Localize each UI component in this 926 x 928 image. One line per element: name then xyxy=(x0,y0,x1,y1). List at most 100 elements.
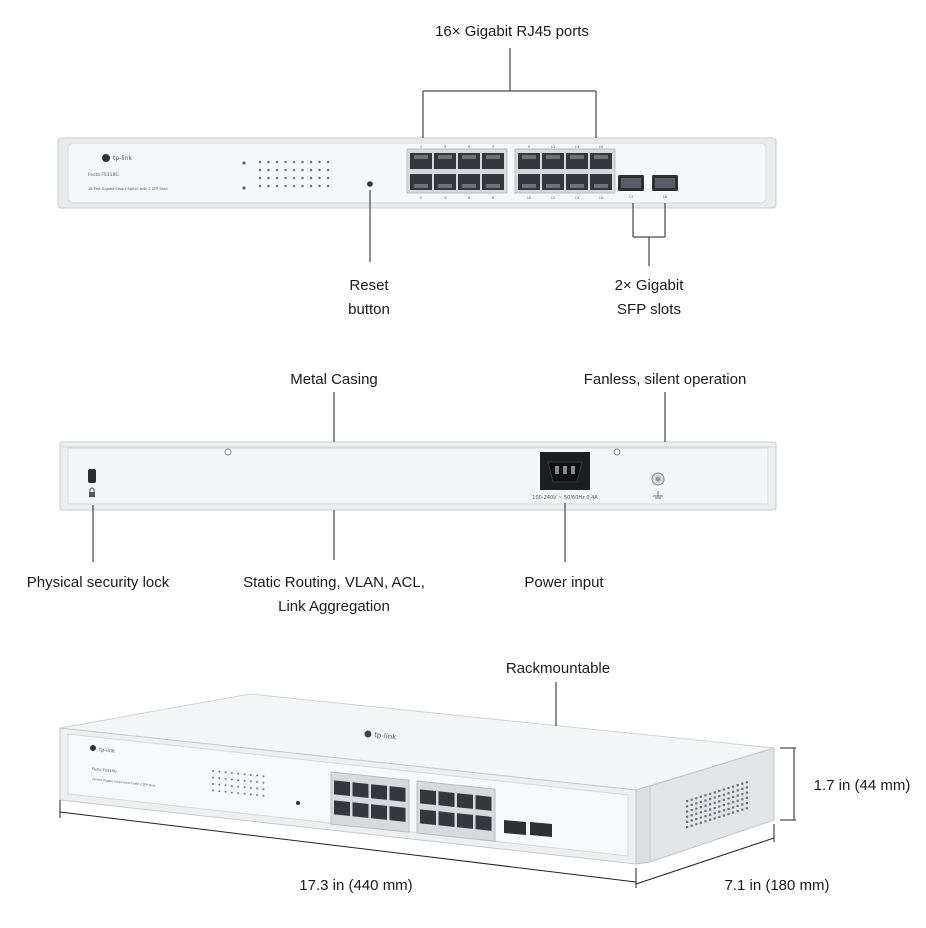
port-led xyxy=(309,168,313,172)
port-led xyxy=(301,160,304,164)
sfp-number: 18 xyxy=(663,195,667,199)
vent-hole xyxy=(718,810,721,813)
lock-label: Physical security lock xyxy=(27,574,170,591)
power-socket xyxy=(540,452,590,490)
vent-hole xyxy=(699,816,702,819)
port-led xyxy=(258,160,262,164)
port-led xyxy=(301,184,304,188)
port-led xyxy=(218,777,221,780)
rack-ear xyxy=(635,785,651,865)
led-indicators xyxy=(242,160,330,190)
vent-hole xyxy=(736,804,739,808)
rj45-port xyxy=(457,813,473,829)
power-label: Power input xyxy=(524,574,604,591)
reset-label-line2: button xyxy=(348,301,390,318)
vent-hole xyxy=(718,805,721,808)
rj45-port-contacts xyxy=(570,184,584,188)
vent-hole xyxy=(727,792,730,795)
rj45-port-contacts xyxy=(414,184,428,188)
port-led xyxy=(224,777,227,780)
vent-hole xyxy=(722,798,725,801)
front-logo-icon xyxy=(90,745,96,751)
port-number: 5 xyxy=(468,145,470,149)
rj45-port xyxy=(475,795,492,811)
vent-hole xyxy=(704,804,707,807)
port-led xyxy=(318,168,321,172)
port-led xyxy=(309,184,313,188)
rack-label: Rackmountable xyxy=(506,660,610,677)
vent-hole xyxy=(722,814,725,817)
vent-hole xyxy=(741,808,744,811)
vent-hole xyxy=(727,802,730,805)
port-led xyxy=(256,787,259,790)
rj45-port-contacts xyxy=(486,155,500,159)
port-led xyxy=(237,772,240,775)
vent-hole xyxy=(695,817,698,821)
vent-hole xyxy=(704,809,707,812)
vent-hole xyxy=(741,782,744,785)
rj45-port-contacts xyxy=(594,155,608,159)
port-led xyxy=(284,168,287,172)
port-led xyxy=(218,783,221,786)
vent-hole xyxy=(704,799,707,802)
front-brand-text: tp-link xyxy=(99,747,115,755)
vent-hole xyxy=(718,789,721,793)
port-led xyxy=(262,781,265,784)
vent-hole xyxy=(686,800,689,803)
rear-panel xyxy=(67,447,769,505)
vent-hole xyxy=(699,821,702,824)
port-led xyxy=(249,773,252,776)
vent-hole xyxy=(695,823,698,826)
screw-icon xyxy=(613,448,621,456)
vent-hole xyxy=(686,805,689,808)
rj45-port xyxy=(420,809,436,826)
vent-hole xyxy=(713,801,716,804)
port-led xyxy=(318,160,321,164)
vent-hole xyxy=(695,807,698,810)
port-led xyxy=(262,788,265,791)
casing-label: Metal Casing xyxy=(290,371,378,388)
port-led xyxy=(212,789,214,792)
vent-hole xyxy=(686,815,689,818)
port-number: 11 xyxy=(551,145,555,149)
port-led xyxy=(224,790,227,793)
port-led xyxy=(230,791,233,794)
port-number: 4 xyxy=(444,196,447,200)
port-led xyxy=(326,176,330,180)
rj45-port xyxy=(457,793,473,809)
vent-hole xyxy=(722,793,725,796)
port-led xyxy=(326,168,330,172)
rj45-port-contacts xyxy=(414,155,428,159)
vent-hole xyxy=(690,798,693,801)
vent-hole xyxy=(732,785,735,788)
security-lock-slot xyxy=(88,469,96,483)
rj45-port xyxy=(438,811,455,827)
vent-hole xyxy=(709,813,712,816)
vent-hole xyxy=(732,795,735,799)
port-led xyxy=(230,778,233,781)
rj45-port-contacts xyxy=(438,155,452,159)
port-led xyxy=(230,784,233,787)
rj45-port xyxy=(389,786,406,802)
port-led xyxy=(230,771,233,774)
vent-hole xyxy=(736,794,739,797)
vent-hole xyxy=(722,804,725,807)
port-led xyxy=(309,176,313,180)
port-led xyxy=(284,184,287,188)
port-led xyxy=(267,168,270,172)
port-led xyxy=(256,774,259,777)
screw-icon xyxy=(224,448,232,456)
rj45-port xyxy=(371,784,387,800)
vent-hole xyxy=(741,798,744,801)
vent-hole xyxy=(690,819,693,822)
vent-hole xyxy=(741,803,744,806)
vent-hole xyxy=(695,802,698,805)
vent-hole xyxy=(709,808,712,811)
ground-screw-center xyxy=(655,476,661,482)
port-number: 8 xyxy=(492,196,494,200)
rj45-port xyxy=(475,815,492,831)
sfp-label-line1: 2× Gigabit xyxy=(615,277,685,294)
port-number: 2 xyxy=(420,196,422,200)
reset-button xyxy=(296,801,300,805)
led-indicators xyxy=(212,770,265,797)
